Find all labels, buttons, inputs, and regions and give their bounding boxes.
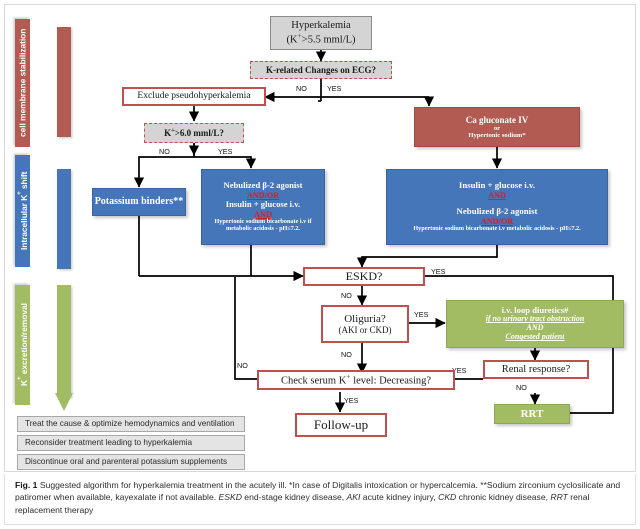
node-ecg-changes[interactable]: K-related Changes on ECG?	[250, 61, 392, 79]
node-exclude-pseudohyperkalemia[interactable]: Exclude pseudohyperkalemia	[122, 87, 266, 106]
node-oliguria[interactable]: Oliguria? (AKI or CKD)	[321, 305, 409, 343]
blue-left-line4: metabolic acidosis - pH≤7.2.	[225, 224, 301, 232]
eskd-label: ESKD?	[345, 268, 383, 283]
follow-up-label: Follow-up	[313, 416, 369, 432]
rrt-label: RRT	[520, 407, 544, 420]
rail-bar-green	[57, 285, 71, 397]
node-potassium-binders[interactable]: Potassium binders**	[92, 188, 186, 216]
exclude-pseudo-label: Exclude pseudohyperkalemia	[137, 90, 251, 102]
general-measure-text: Treat the cause & optimize hemodynamics …	[25, 419, 235, 428]
node-blue-right-therapy[interactable]: Insulin + glucose i.v. AND Nebulized β-2…	[386, 169, 608, 245]
blue-right-conn1: AND	[488, 190, 506, 200]
edge-label-renal-no: NO	[516, 383, 527, 392]
blue-left-conn1: AND/OR	[246, 190, 280, 200]
abbr-rrt: RRT	[550, 492, 568, 503]
edge-label-ecg-yes: YES	[327, 84, 342, 93]
abbr-ckd-text: chronic kidney disease,	[456, 492, 551, 503]
rail-label-k-excretion-removal: K+ excretion/removal	[15, 285, 30, 405]
oliguria-line1: Oliguria?	[344, 312, 386, 325]
node-follow-up[interactable]: Follow-up	[295, 413, 387, 437]
hyperkalemia-title: Hyperkalemia	[291, 20, 351, 31]
check-serum-k-label: Check serum K+ level: Decreasing?	[280, 371, 432, 387]
node-k-above-6[interactable]: K+>6.0 mml/L?	[144, 123, 244, 143]
node-hyperkalemia: Hyperkalemia (K+>5.5 mml/L)	[270, 16, 372, 50]
rail-label-intracellular-k-shift: Intracellular K+ shift	[15, 155, 30, 267]
blue-right-conn2: AND/OR	[480, 216, 514, 226]
blue-left-line2: Insulin + glucose i.v.	[225, 199, 301, 210]
rail-text: Intracellular K+ shift	[16, 171, 29, 251]
figure-label: Fig. 1	[15, 480, 38, 490]
k-above-6-label: K+>6.0 mml/L?	[164, 127, 224, 139]
node-rrt[interactable]: RRT	[494, 404, 570, 424]
potassium-binders-label: Potassium binders**	[94, 196, 184, 208]
ca-gluconate-line3: Hypertonic sodium*	[468, 132, 526, 140]
ecg-changes-label: K-related Changes on ECG?	[265, 64, 377, 75]
node-blue-left-therapy[interactable]: Nebulized β-2 agonist AND/OR Insulin + g…	[201, 169, 325, 245]
hyperkalemia-threshold: (K+>5.5 mml/L)	[286, 30, 356, 46]
general-measure-item-1: Treat the cause & optimize hemodynamics …	[17, 416, 245, 432]
node-renal-response[interactable]: Renal response?	[483, 360, 589, 379]
node-ca-gluconate[interactable]: Ca gluconate IV or Hypertonic sodium*	[414, 107, 580, 147]
blue-right-line3: Hypertonic sodium bicarbonate i.v metabo…	[413, 225, 581, 233]
abbr-ckd: CKD	[438, 492, 457, 503]
abbr-eskd: ESKD	[218, 492, 242, 503]
ca-gluconate-line1: Ca gluconate IV	[465, 114, 529, 125]
loop-diuretics-line4: Congested patient	[505, 332, 565, 342]
edge-label-eskd-no: NO	[341, 291, 352, 300]
edge-label-oliguria-no: NO	[341, 350, 352, 359]
edge-label-renal-yes: YES	[452, 366, 467, 375]
blue-right-line2: Nebulized β-2 agonist	[456, 206, 538, 217]
blue-left-line3: Hypertonic sodium bicarbonate i.v if	[214, 217, 312, 225]
edge-label-ecg-no: NO	[296, 84, 307, 93]
general-measure-item-3: Discontinue oral and parenteral potassiu…	[17, 454, 245, 470]
node-check-serum-k[interactable]: Check serum K+ level: Decreasing?	[257, 370, 455, 390]
rail-bar-blue	[57, 169, 71, 269]
abbr-aki: AKI	[346, 492, 361, 503]
rail-green-arrow-icon	[55, 393, 73, 411]
blue-left-conn2: AND	[254, 209, 272, 219]
general-measure-text: Reconsider treatment leading to hyperkal…	[25, 438, 193, 447]
general-measure-item-2: Reconsider treatment leading to hyperkal…	[17, 435, 245, 451]
edge-label-oliguria-yes: YES	[414, 310, 429, 319]
edge-label-k6-no: NO	[159, 147, 170, 156]
edge-label-k6-yes: YES	[218, 147, 233, 156]
caption-body: Suggested algorithm for hyperkalemia tre…	[15, 480, 621, 503]
rail-text: K+ excretion/removal	[16, 303, 29, 387]
node-eskd[interactable]: ESKD?	[303, 267, 425, 286]
renal-response-label: Renal response?	[501, 363, 571, 375]
oliguria-line2: (AKI or CKD)	[338, 325, 392, 336]
edge-label-check-k-yes: YES	[344, 396, 359, 405]
rail-bar-red	[57, 27, 71, 137]
loop-diuretics-and: AND	[526, 323, 544, 333]
node-loop-diuretics[interactable]: i.v. loop diuretics# if no urinary tract…	[446, 300, 624, 348]
blue-left-line1: Nebulized β-2 agonist	[223, 180, 303, 191]
rail-label-cell-membrane-stabilization: cell membrane stabilization	[15, 19, 30, 147]
abbr-aki-text: acute kidney injury,	[360, 492, 439, 503]
flowchart-diagram: cell membrane stabilization Intracellula…	[4, 4, 636, 472]
abbr-rrt-text: renal replacement therapy	[15, 492, 590, 515]
edge-label-eskd-yes: YES	[431, 267, 446, 276]
ca-gluconate-or: or	[493, 124, 501, 132]
blue-right-line1: Insulin + glucose i.v.	[458, 180, 536, 190]
general-measure-text: Discontinue oral and parenteral potassiu…	[25, 457, 228, 466]
edge-label-check-k-no: NO	[237, 361, 248, 370]
loop-diuretics-line2: if no urinary tract obstruction	[485, 314, 585, 324]
rail-text: cell membrane stabilization	[17, 28, 28, 138]
abbr-eskd-text: end-stage kidney disease,	[241, 492, 347, 503]
figure-caption: Fig. 1 Suggested algorithm for hyperkale…	[4, 474, 636, 525]
loop-diuretics-line1: i.v. loop diuretics#	[501, 304, 569, 315]
